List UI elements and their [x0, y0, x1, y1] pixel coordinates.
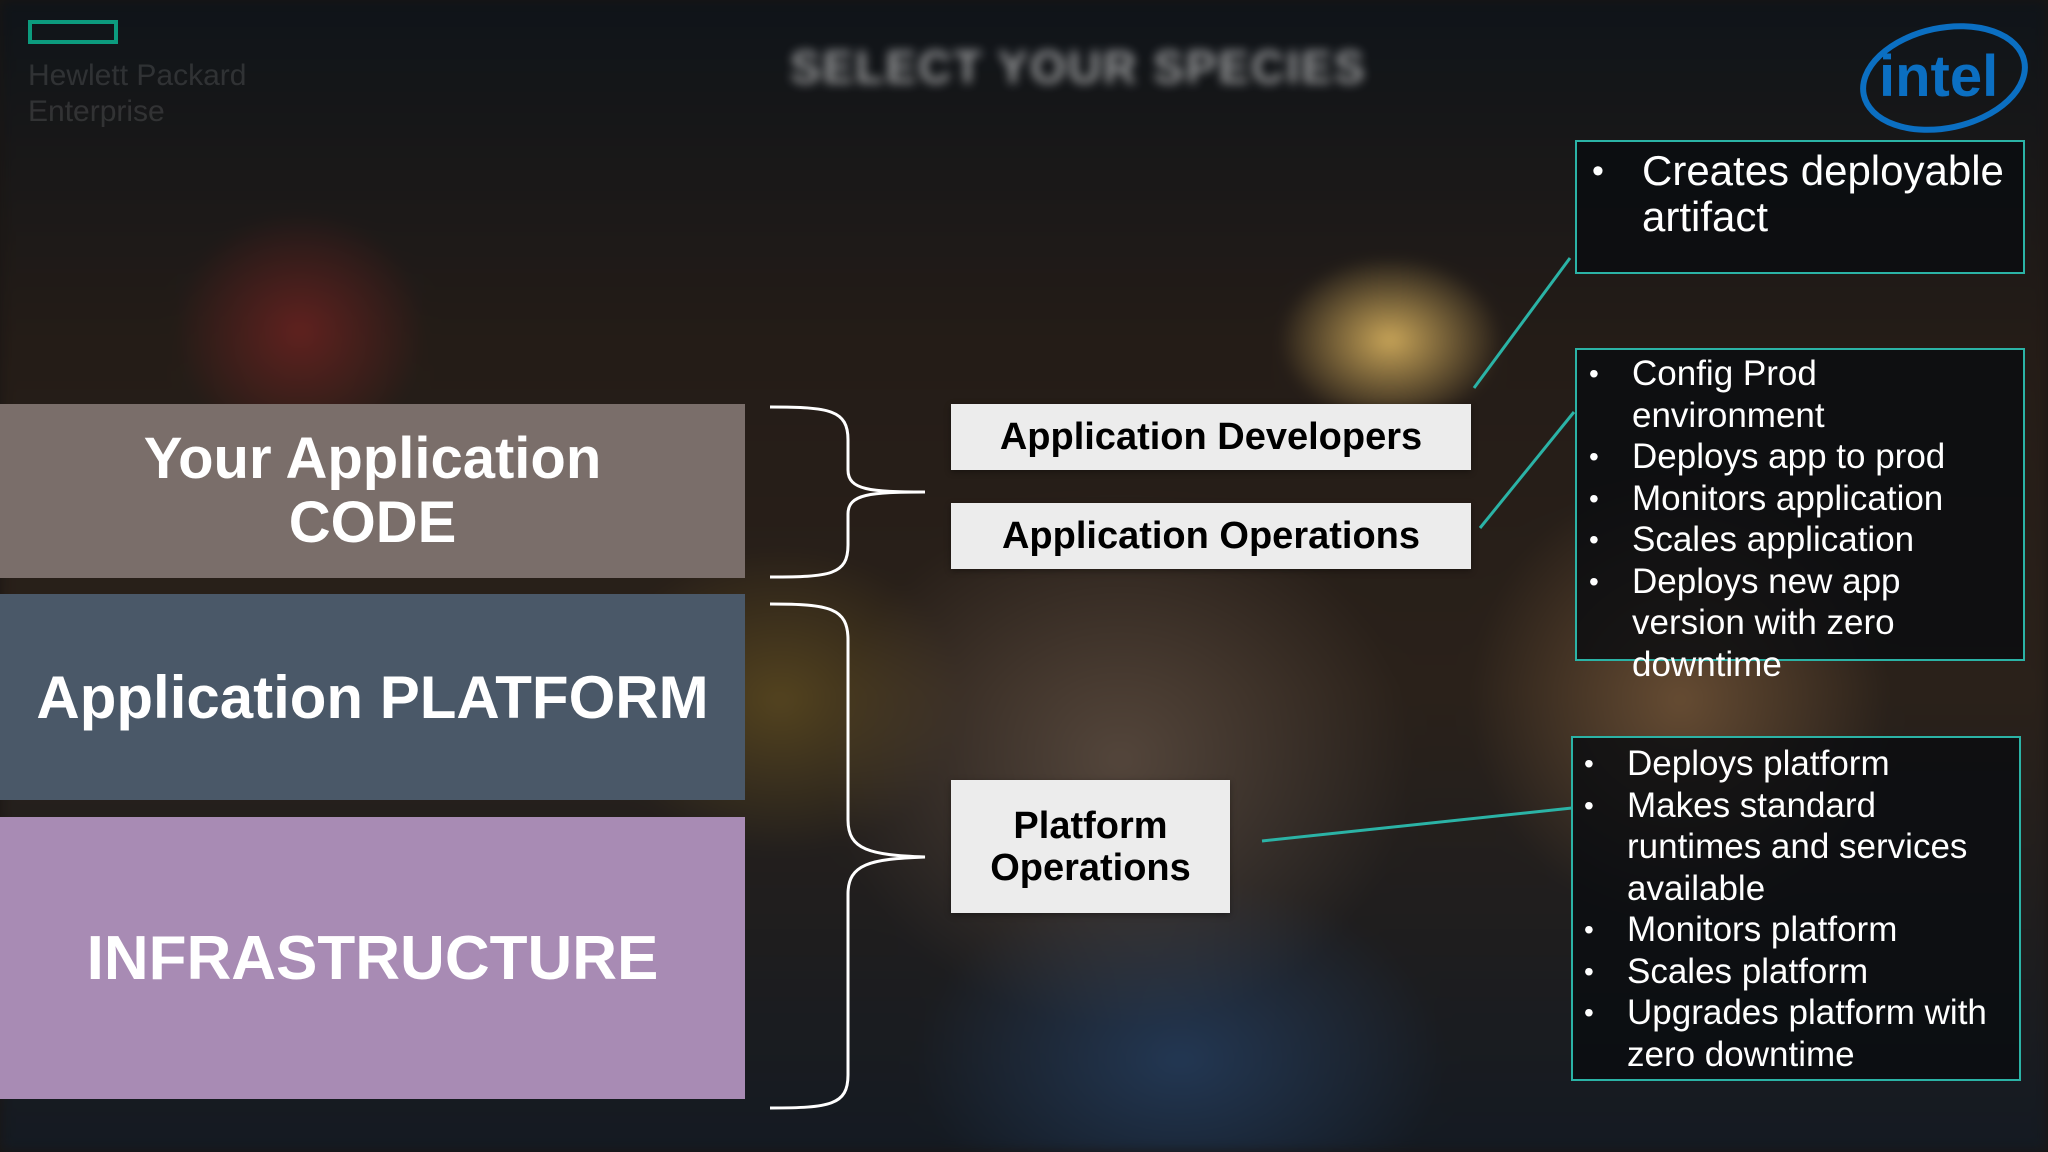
hpe-logo [28, 20, 118, 44]
role-platform-operations: Platform Operations [951, 780, 1230, 913]
list-item: Makes standard runtimes and services ava… [1584, 785, 2009, 910]
list-item: Config Prod environment [1589, 353, 2013, 436]
list-item: Monitors application [1589, 478, 2013, 520]
platform-operations-responsibilities-list: Deploys platform Makes standard runtimes… [1573, 738, 2019, 1075]
svg-text:intel: intel [1879, 44, 1998, 109]
list-item: Monitors platform [1584, 909, 2009, 951]
list-item: Scales platform [1584, 951, 2009, 993]
bracket-bottom [769, 602, 926, 1110]
platform-operations-responsibilities-box: Deploys platform Makes standard runtimes… [1571, 736, 2021, 1081]
app-operations-responsibilities-list: Config Prod environment Deploys app to p… [1577, 350, 2023, 685]
role-platform-line1: Platform [1013, 804, 1168, 847]
developers-responsibilities-list: Creates deployable artifact [1577, 142, 2023, 240]
layer-code-line2: CODE [288, 490, 457, 555]
list-item: Deploys platform [1584, 743, 2009, 785]
layer-code-line1: Your Application [143, 426, 602, 491]
app-operations-responsibilities-box: Config Prod environment Deploys app to p… [1575, 348, 2025, 684]
layer-infrastructure-label: INFRASTRUCTURE [86, 923, 659, 993]
layer-platform-label: Application PLATFORM [36, 663, 709, 731]
role-application-operations: Application Operations [951, 503, 1471, 569]
background-title: SELECT YOUR SPECIES [790, 41, 1367, 93]
list-item: Scales application [1589, 519, 2013, 561]
role-platform-line2: Operations [990, 846, 1191, 889]
developers-responsibilities-box: Creates deployable artifact [1575, 140, 2025, 274]
list-item: Upgrades platform with zero downtime [1584, 992, 2009, 1075]
hpe-logo-text: Hewlett Packard Enterprise [28, 59, 247, 128]
bracket-top [769, 405, 926, 579]
role-application-developers: Application Developers [951, 404, 1471, 470]
connector-platform-operations [1261, 806, 1573, 843]
connector-developers [1472, 257, 1572, 389]
layer-infrastructure: INFRASTRUCTURE [0, 817, 745, 1099]
intel-logo: intel [1860, 23, 2028, 133]
connector-app-operations [1478, 411, 1576, 529]
layer-application-platform: Application PLATFORM [0, 594, 745, 800]
list-item: Deploys app to prod [1589, 436, 2013, 478]
list-item: Creates deployable artifact [1592, 148, 2013, 240]
list-item: Deploys new app version with zero downti… [1589, 561, 2013, 686]
layer-application-code: Your Application CODE [0, 404, 745, 578]
